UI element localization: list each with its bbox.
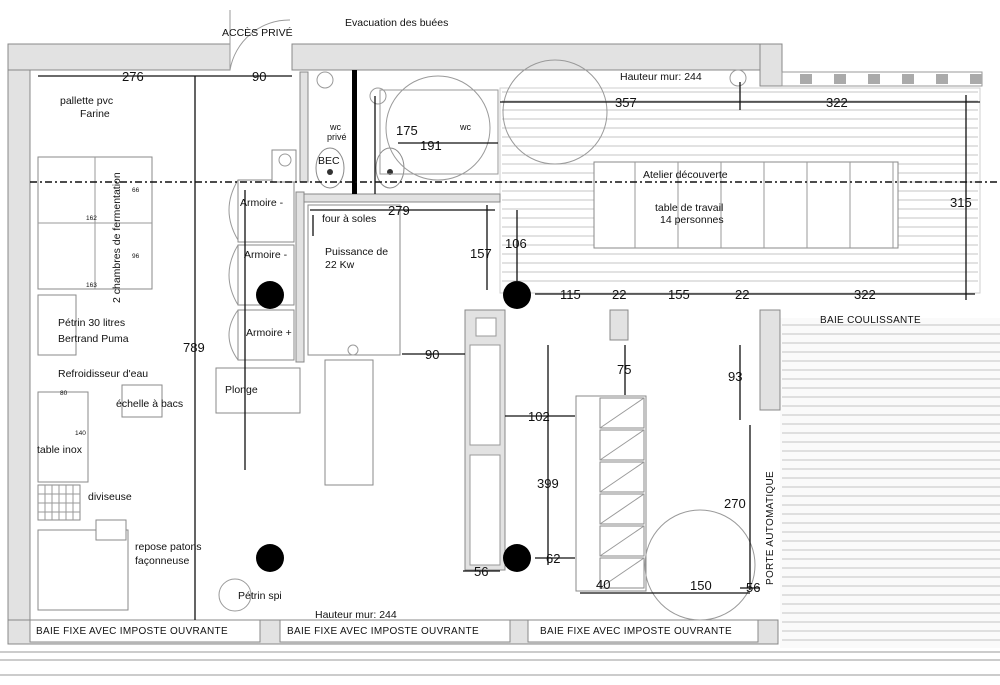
dim-399: 399 bbox=[537, 476, 559, 491]
dim-157: 157 bbox=[470, 246, 492, 261]
dim-322-mid: 322 bbox=[854, 287, 876, 302]
label-puissance-1: Puissance de bbox=[325, 246, 388, 258]
dim-small-140: 140 bbox=[75, 430, 86, 437]
dim-93: 93 bbox=[728, 369, 742, 384]
label-plonge: Plonge bbox=[225, 384, 258, 396]
dim-22-b: 22 bbox=[735, 287, 749, 302]
label-palette-2: Farine bbox=[80, 108, 110, 120]
dim-90-top: 90 bbox=[252, 69, 266, 84]
label-acces-prive: ACCÈS PRIVÉ bbox=[222, 26, 293, 39]
label-wc-prive-2: privé bbox=[327, 132, 347, 142]
label-wc-prive-1: wc bbox=[329, 122, 341, 132]
label-repose-2: façonneuse bbox=[135, 555, 189, 567]
label-baie-fixe-1: BAIE FIXE AVEC IMPOSTE OUVRANTE bbox=[36, 626, 228, 637]
dim-106: 106 bbox=[505, 236, 527, 251]
label-wc: wc bbox=[459, 122, 471, 132]
dim-40: 40 bbox=[596, 577, 610, 592]
dim-small-66: 66 bbox=[132, 187, 140, 194]
column-2 bbox=[503, 281, 531, 309]
dim-102: 102 bbox=[528, 409, 550, 424]
dim-75: 75 bbox=[617, 362, 631, 377]
label-hauteur-mur-bottom: Hauteur mur: 244 bbox=[315, 609, 397, 621]
dimension-lines bbox=[30, 75, 1000, 620]
label-hauteur-mur-top: Hauteur mur: 244 bbox=[620, 71, 702, 83]
label-armoire-2: Armoire - bbox=[244, 249, 288, 261]
label-chambres: 2 chambres de fermentation bbox=[111, 172, 123, 303]
dim-155: 155 bbox=[668, 287, 690, 302]
label-palette-1: pallette pvc bbox=[60, 95, 113, 107]
label-baie-coulissante: BAIE COULISSANTE bbox=[820, 315, 921, 326]
label-baie-fixe-3: BAIE FIXE AVEC IMPOSTE OUVRANTE bbox=[540, 626, 732, 637]
label-baie-fixe-2: BAIE FIXE AVEC IMPOSTE OUVRANTE bbox=[287, 626, 479, 637]
column-1 bbox=[256, 281, 284, 309]
label-atelier: Atelier découverte bbox=[643, 169, 728, 181]
dimension-values: 276 90 357 322 175 191 279 315 106 157 1… bbox=[60, 69, 972, 595]
dim-62: 62 bbox=[546, 551, 560, 566]
label-armoire-3: Armoire + bbox=[246, 327, 292, 339]
dim-315: 315 bbox=[950, 195, 972, 210]
label-puissance-2: 22 Kw bbox=[325, 259, 355, 271]
label-armoire-1: Armoire - bbox=[240, 197, 284, 209]
label-table-2: 14 personnes bbox=[660, 214, 724, 226]
dim-56-right: 56 bbox=[746, 580, 760, 595]
dim-small-96: 96 bbox=[132, 253, 140, 260]
label-echelle: échelle à bacs bbox=[116, 398, 183, 410]
label-petrin-spi: Pétrin spi bbox=[238, 590, 282, 602]
dim-357: 357 bbox=[615, 95, 637, 110]
dim-150: 150 bbox=[690, 578, 712, 593]
dim-small-80: 80 bbox=[60, 390, 68, 397]
dim-276: 276 bbox=[122, 69, 144, 84]
label-petrin-30-2: Bertrand Puma bbox=[58, 333, 129, 345]
label-table-1: table de travail bbox=[655, 202, 723, 214]
plan-labels: ACCÈS PRIVÉ Evacuation des buées Hauteur… bbox=[36, 17, 921, 637]
column-3 bbox=[256, 544, 284, 572]
dim-90-mid: 90 bbox=[425, 347, 439, 362]
dim-789: 789 bbox=[183, 340, 205, 355]
terrace-decking bbox=[499, 87, 1000, 648]
dim-small-162: 162 bbox=[86, 215, 97, 222]
walls bbox=[0, 43, 1000, 676]
label-repose-1: repose patons bbox=[135, 541, 202, 553]
dim-56-left: 56 bbox=[474, 564, 488, 579]
label-evacuation: Evacuation des buées bbox=[345, 17, 448, 29]
label-porte-automatique: PORTE AUTOMATIQUE bbox=[765, 471, 776, 585]
columns bbox=[256, 281, 531, 572]
label-bec: BEC bbox=[318, 155, 340, 167]
dim-small-163: 163 bbox=[86, 282, 97, 289]
label-four: four à soles bbox=[322, 213, 376, 225]
dim-115: 115 bbox=[560, 287, 581, 302]
dim-175: 175 bbox=[396, 123, 418, 138]
label-petrin-30-1: Pétrin 30 litres bbox=[58, 317, 125, 329]
dim-191: 191 bbox=[420, 138, 442, 153]
dim-322-top: 322 bbox=[826, 95, 848, 110]
column-4 bbox=[503, 544, 531, 572]
dim-279: 279 bbox=[388, 203, 410, 218]
label-table-inox: table inox bbox=[37, 444, 83, 456]
dim-270: 270 bbox=[724, 496, 746, 511]
label-diviseuse: diviseuse bbox=[88, 491, 132, 503]
dim-22-a: 22 bbox=[612, 287, 626, 302]
label-refroidisseur: Refroidisseur d'eau bbox=[58, 368, 148, 380]
